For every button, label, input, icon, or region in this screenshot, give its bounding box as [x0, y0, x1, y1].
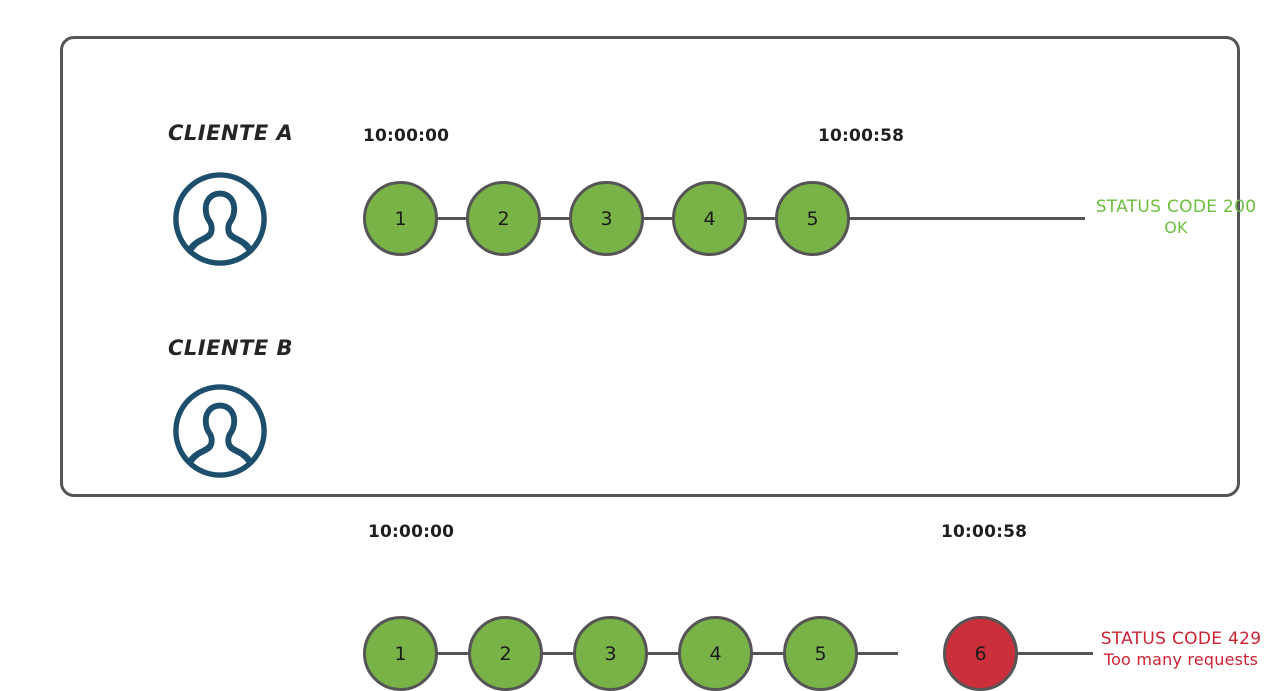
request-node[interactable]: 4: [672, 181, 747, 256]
user-avatar-icon: [171, 170, 269, 268]
status-code-line: STATUS CODE 429: [1100, 629, 1262, 649]
request-node[interactable]: 1: [363, 616, 438, 691]
client-b-status-badge: STATUS CODE 429 Too many requests: [1091, 629, 1271, 670]
client-a-label: CLIENTE A: [168, 121, 294, 145]
connector-3-4: [639, 217, 679, 220]
status-text-line: OK: [1164, 218, 1188, 238]
connector-2-3: [538, 652, 578, 655]
request-node[interactable]: 5: [783, 616, 858, 691]
client-b-timestamp-end: 10:00:58: [941, 522, 1028, 542]
client-a-status-badge: STATUS CODE 200 OK: [1086, 197, 1266, 238]
request-node[interactable]: 3: [569, 181, 644, 256]
connector-4-5: [748, 652, 788, 655]
client-a-timestamp-end: 10:00:58: [818, 126, 905, 146]
client-b-timestamp-start: 10:00:00: [368, 522, 455, 542]
connector-1-2: [433, 217, 473, 220]
diagram-frame: CLIENTE A 10:00:00 10:00:58 1 2 3 4 5: [60, 36, 1261, 691]
request-node-rejected[interactable]: 6: [943, 616, 1018, 691]
connector-1-2: [433, 652, 473, 655]
diagram-canvas: CLIENTE A 10:00:00 10:00:58 1 2 3 4 5: [60, 36, 1262, 691]
client-b-label: CLIENTE B: [168, 336, 294, 360]
connector-4-5: [742, 217, 782, 220]
request-node[interactable]: 5: [775, 181, 850, 256]
connector-5-status: [845, 217, 1085, 220]
client-a-timestamp-start: 10:00:00: [363, 126, 450, 146]
connector-2-3: [536, 217, 576, 220]
status-text-line: Too many requests: [1103, 650, 1259, 670]
connector-6-status: [1018, 652, 1093, 655]
request-node[interactable]: 2: [466, 181, 541, 256]
request-node[interactable]: 3: [573, 616, 648, 691]
request-node[interactable]: 2: [468, 616, 543, 691]
status-code-line: STATUS CODE 200: [1095, 197, 1257, 217]
request-node[interactable]: 4: [678, 616, 753, 691]
connector-3-4: [643, 652, 683, 655]
connector-5-6: [853, 652, 898, 655]
request-node[interactable]: 1: [363, 181, 438, 256]
user-avatar-icon: [171, 382, 269, 480]
